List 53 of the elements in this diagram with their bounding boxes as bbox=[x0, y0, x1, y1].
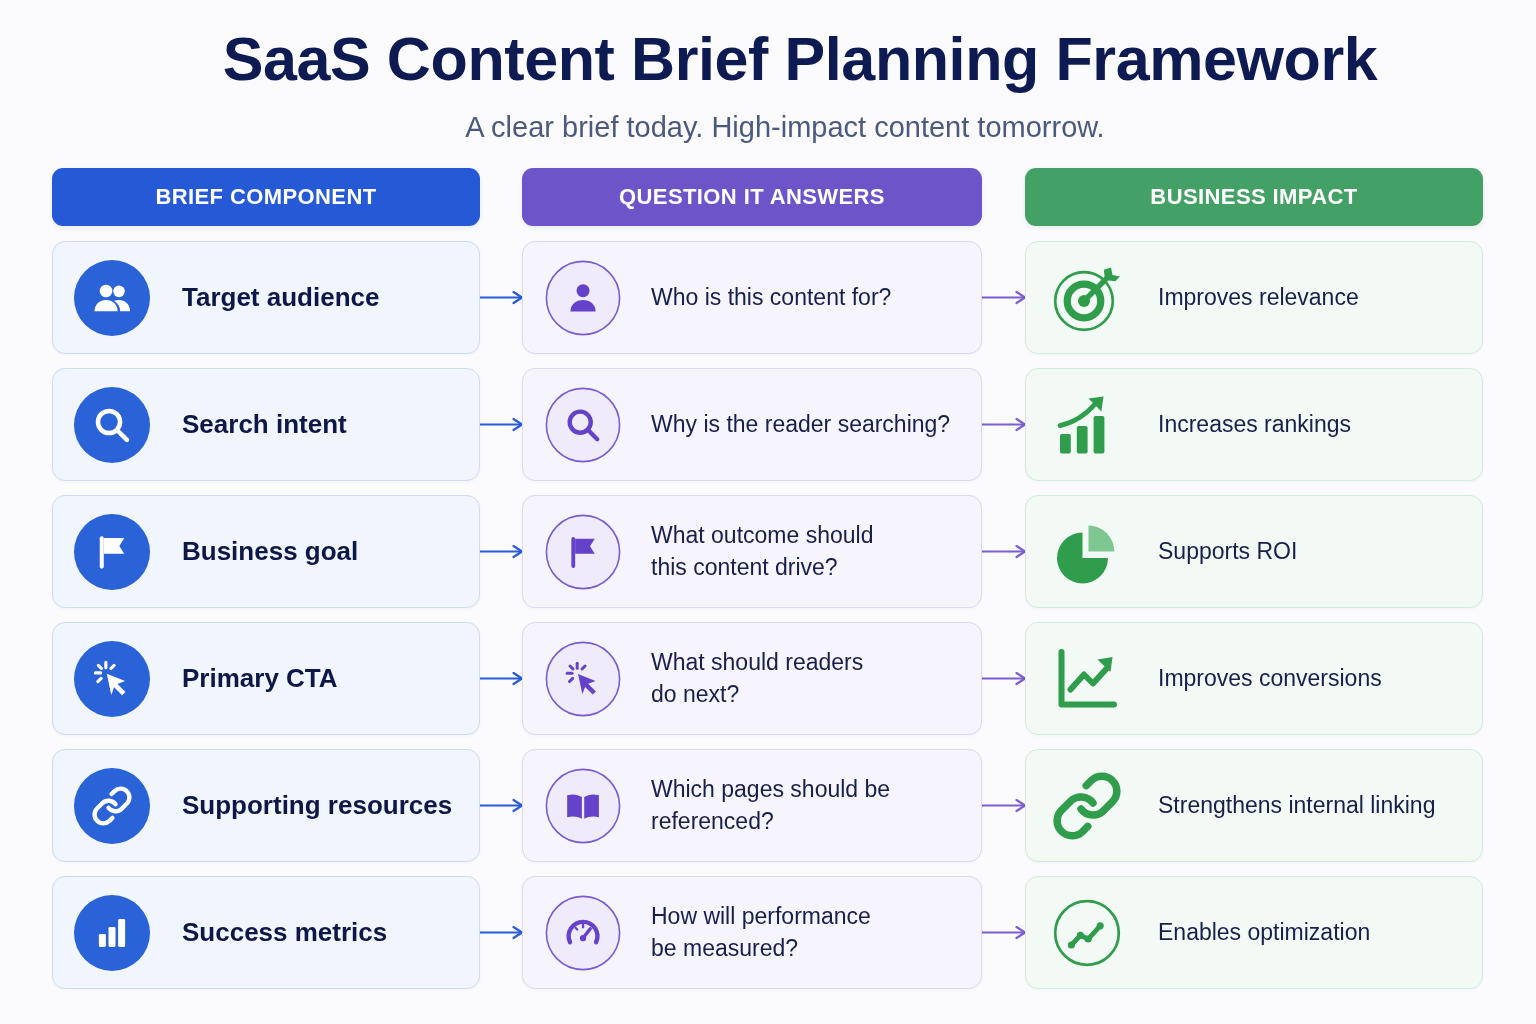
component-card bbox=[52, 622, 480, 735]
question-label: Who is this content for? bbox=[651, 282, 892, 312]
question-label: Why is the reader searching? bbox=[651, 409, 951, 439]
arrow bbox=[982, 544, 1027, 559]
component-label: Target audience bbox=[182, 280, 380, 314]
impact-label: Improves relevance bbox=[1158, 282, 1359, 312]
question-label: How will performance be measured? bbox=[651, 901, 872, 963]
column-header: QUESTION IT ANSWERS bbox=[522, 168, 982, 226]
component-card bbox=[52, 495, 480, 608]
impact-label: Enables optimization bbox=[1158, 917, 1371, 947]
impact-label: Strengthens internal linking bbox=[1158, 790, 1436, 820]
impact-label: Improves conversions bbox=[1158, 663, 1382, 693]
arrow bbox=[982, 925, 1027, 940]
impact-card bbox=[1025, 495, 1483, 608]
impact-label: Increases rankings bbox=[1158, 409, 1352, 439]
arrow bbox=[982, 671, 1027, 686]
arrow bbox=[982, 417, 1027, 432]
component-label: Primary CTA bbox=[182, 661, 338, 695]
impact-card bbox=[1025, 876, 1483, 989]
question-card bbox=[522, 876, 982, 989]
question-label: What should readers do next? bbox=[651, 647, 865, 709]
question-label: Which pages should be referenced? bbox=[651, 774, 892, 836]
component-label: Success metrics bbox=[182, 915, 388, 949]
component-card bbox=[52, 241, 480, 354]
column-header: BUSINESS IMPACT bbox=[1025, 168, 1483, 226]
impact-card bbox=[1025, 749, 1483, 862]
arrow bbox=[480, 290, 524, 305]
component-card bbox=[52, 749, 480, 862]
impact-card bbox=[1025, 368, 1483, 481]
arrow bbox=[480, 798, 524, 813]
column-header: BRIEF COMPONENT bbox=[52, 168, 480, 226]
question-card bbox=[522, 622, 982, 735]
question-card bbox=[522, 241, 982, 354]
question-card bbox=[522, 368, 982, 481]
subtitle: A clear brief today. High-impact content tomorrow. bbox=[465, 110, 1105, 145]
component-label: Search intent bbox=[182, 407, 347, 441]
arrow bbox=[480, 417, 524, 432]
component-label: Supporting resources bbox=[182, 788, 453, 822]
question-label: What outcome should this content drive? bbox=[651, 520, 875, 582]
arrow bbox=[982, 290, 1027, 305]
component-card bbox=[52, 368, 480, 481]
impact-card bbox=[1025, 622, 1483, 735]
component-label: Business goal bbox=[182, 534, 359, 568]
impact-label: Supports ROI bbox=[1158, 536, 1298, 566]
question-card bbox=[522, 749, 982, 862]
component-card bbox=[52, 876, 480, 989]
arrow bbox=[480, 544, 524, 559]
diagram-title: SaaS Content Brief Planning Framework bbox=[222, 24, 1378, 94]
impact-card bbox=[1025, 241, 1483, 354]
question-card bbox=[522, 495, 982, 608]
arrow bbox=[982, 798, 1027, 813]
arrow bbox=[480, 925, 524, 940]
arrow bbox=[480, 671, 524, 686]
